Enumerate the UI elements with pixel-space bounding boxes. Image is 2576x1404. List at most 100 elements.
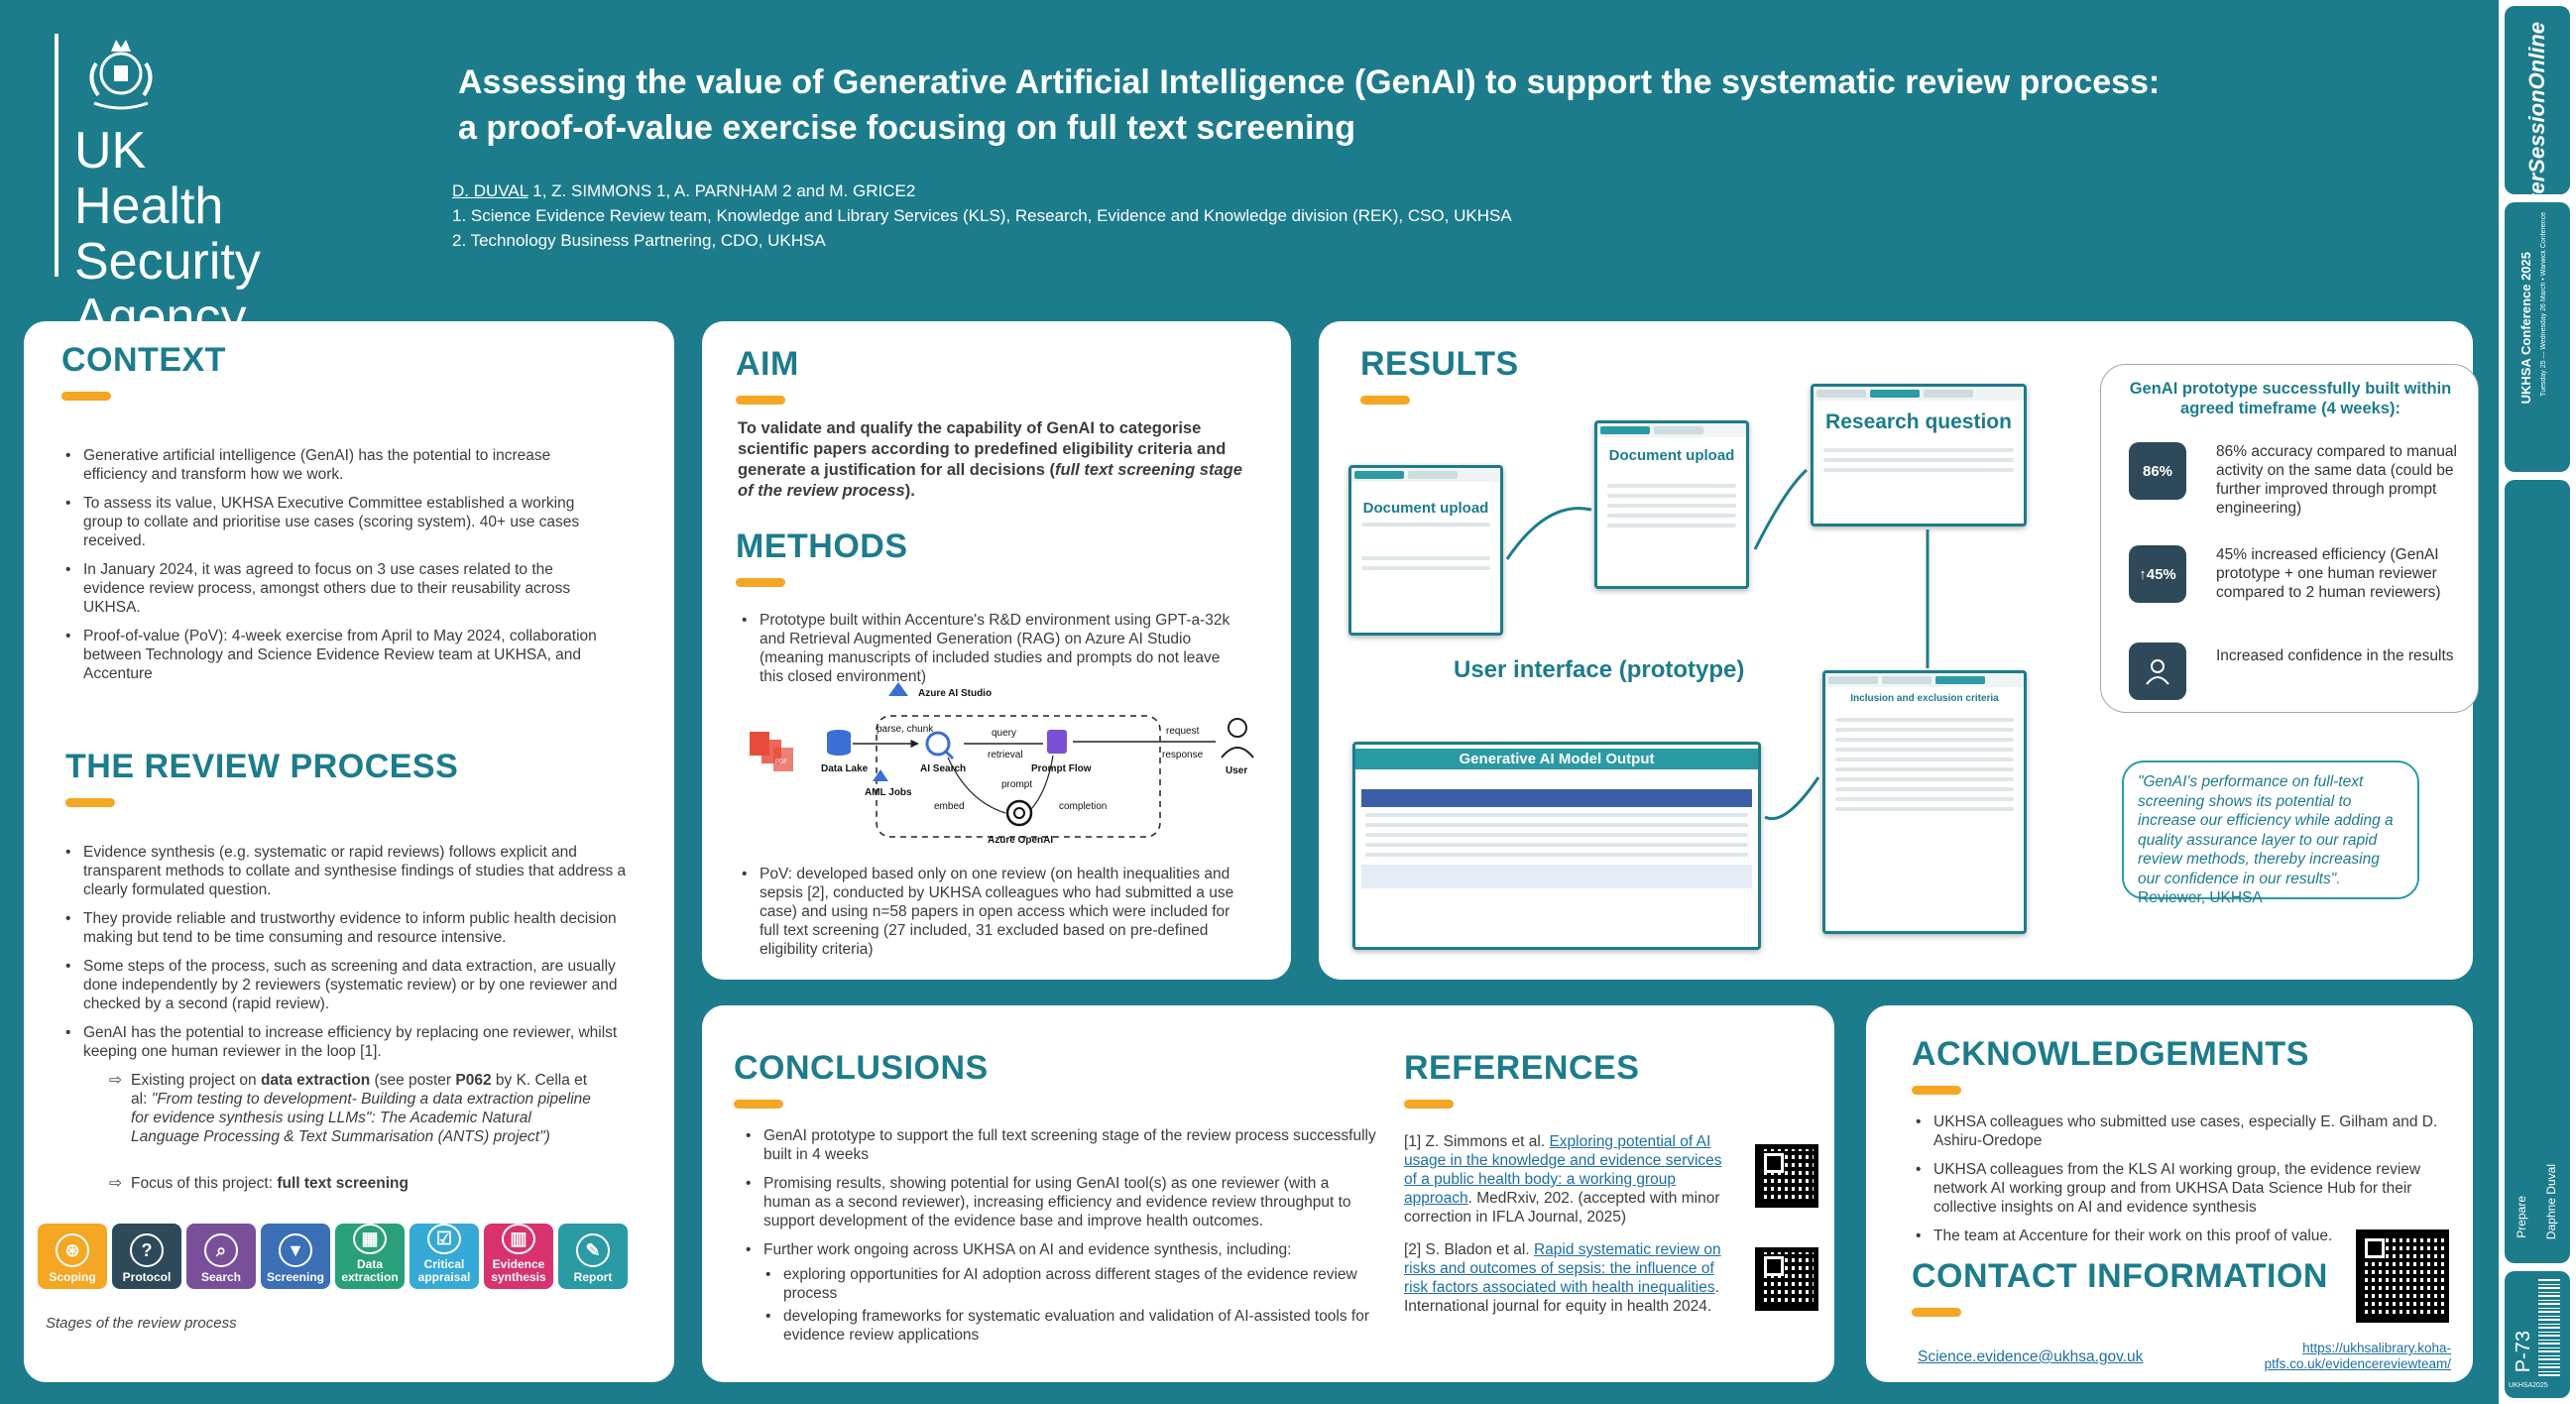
heading-accent (1404, 1100, 1454, 1109)
acknowledgements-bullets: UKHSA colleagues who submitted use cases… (1912, 1112, 2447, 1255)
title-line-1: Assessing the value of Generative Artifi… (458, 63, 2161, 101)
diagram-label-embed: embed (934, 801, 965, 812)
stage-icon: ☑ (427, 1224, 461, 1254)
data-lake-icon (827, 730, 851, 756)
reference-1: [1] Z. Simmons et al. Exploring potentia… (1404, 1133, 1722, 1226)
conclusion-sub-bullet: developing frameworks for systematic eva… (763, 1307, 1388, 1345)
stage-data-extraction: ▦ Data extraction (335, 1224, 405, 1289)
rag-architecture-diagram: Azure AI Studio PDF Data Lake parse, chu… (750, 682, 1254, 846)
screenshot-document-upload: Document upload (1594, 420, 1749, 589)
methods-bullet: Prototype built within Accenture's R&D e… (738, 611, 1243, 686)
stage-search: ⌕Search (186, 1224, 256, 1289)
heading-accent (1912, 1308, 1961, 1317)
stage-protocol: ? Protocol (112, 1224, 181, 1289)
screen-title: Inclusion and exclusion criteria (1850, 693, 1999, 704)
diagram-label-completion: completion (1059, 801, 1107, 812)
aim-methods-panel: AIM To validate and qualify the capabili… (702, 321, 1291, 980)
org-name: UK Health Security Agency (74, 122, 261, 346)
contact-url[interactable]: https://ukhsalibrary.koha- ptfs.co.uk/ev… (2264, 1341, 2451, 1371)
sidebar-brand: PosterSessionOnline (2505, 6, 2570, 241)
diagram-label-retrieval: retrieval (988, 750, 1023, 760)
heading-accent (65, 798, 115, 807)
lead-author: D. DUVAL (452, 181, 528, 200)
context-bullet: Proof-of-value (PoV): 4-week exercise fr… (61, 627, 617, 683)
poster-title: Assessing the value of Generative Artifi… (458, 59, 2342, 151)
conclusion-sub-bullet: exploring opportunities for AI adoption … (763, 1265, 1388, 1303)
stage-label: Screening (266, 1270, 325, 1284)
reference-2-qr-code[interactable] (1755, 1247, 1818, 1311)
stage-critical-appraisal: ☑Critical appraisal (410, 1224, 479, 1289)
stage-label: Protocol (122, 1270, 172, 1284)
conclusions-bullets: GenAI prototype to support the full text… (742, 1126, 1376, 1261)
poster-session-sidebar: PosterSessionOnline UKHSA Conference 202… (2499, 0, 2576, 1404)
screenshot-research-question: Research question (1811, 384, 2027, 526)
reference-1-qr-code[interactable] (1755, 1144, 1818, 1208)
barcode-icon (2538, 1279, 2560, 1376)
conference-name: UKHSA Conference 2025 (2518, 252, 2533, 405)
stage-label: Report (573, 1270, 613, 1284)
contact-qr-code[interactable] (2356, 1229, 2449, 1323)
stage-icon: ▦ (353, 1224, 387, 1254)
summary-heading: GenAI prototype successfully built withi… (2129, 380, 2452, 417)
reference-2-link[interactable]: Rapid systematic review on risks and out… (1404, 1241, 1721, 1296)
stage-icon: ▼ (279, 1233, 312, 1267)
conclusion-bullet: Promising results, showing potential for… (742, 1174, 1376, 1230)
affiliation-2: 2. Technology Business Partnering, CDO, … (452, 231, 826, 250)
sub-point-data-extraction: Existing project on data extraction (see… (85, 1071, 601, 1146)
heading-accent (736, 396, 785, 405)
review-bullets: Evidence synthesis (e.g. systematic or r… (61, 843, 627, 1071)
contact-email[interactable]: Science.evidence@ukhsa.gov.uk (1918, 1348, 2144, 1365)
ack-bullet: UKHSA colleagues from the KLS AI working… (1912, 1160, 2447, 1217)
poster-id: P-73 (2513, 1331, 2534, 1373)
conclusion-bullet: Further work ongoing across UKHSA on AI … (742, 1240, 1376, 1259)
results-heading: RESULTS (1360, 345, 1519, 383)
results-summary-card: GenAI prototype successfully built withi… (2100, 364, 2479, 713)
acknowledgements-panel: ACKNOWLEDGEMENTS UKHSA colleagues who su… (1866, 1005, 2473, 1382)
stat-accuracy: 86% 86% accuracy compared to manual acti… (2129, 442, 2464, 518)
reference-1-link[interactable]: Exploring potential of AI usage in the k… (1404, 1133, 1722, 1207)
methods-heading: METHODS (736, 527, 908, 565)
royal-crest-icon (89, 40, 153, 110)
stage-label: Data extraction (341, 1257, 399, 1284)
poster-code: UKHSA2025 (2509, 1382, 2548, 1389)
person-icon (2129, 643, 2186, 700)
context-bullets: Generative artificial intelligence (GenA… (61, 446, 617, 693)
stage-icon: ✎ (576, 1233, 610, 1267)
heading-accent (736, 578, 785, 587)
aml-jobs-icon (873, 769, 888, 781)
screenshot-criteria: Inclusion and exclusion criteria (1822, 670, 2027, 934)
aim-text: To validate and qualify the capability o… (738, 419, 1242, 500)
aim-heading: AIM (736, 345, 799, 383)
title-line-2: a proof-of-value exercise focusing on fu… (458, 109, 1355, 147)
logo-divider (55, 34, 59, 277)
sidebar-presenter: Prepare Daphne Duval (2505, 480, 2570, 1263)
stage-evidence-synthesis: ▥Evidence synthesis (484, 1224, 553, 1289)
screenshot-document-upload-small: Document upload (1348, 465, 1503, 636)
references-heading: REFERENCES (1404, 1049, 1640, 1087)
stat-text: Increased confidence in the results (2216, 647, 2454, 664)
heading-accent (734, 1100, 783, 1109)
methods-bullets: Prototype built within Accenture's R&D e… (738, 611, 1243, 696)
review-bullet: Evidence synthesis (e.g. systematic or r… (61, 843, 627, 899)
review-stages: ⊛Scoping?Protocol⌕Search▼Screening▦Data … (38, 1224, 628, 1289)
sidebar-conference: UKHSA Conference 2025 Tuesday 25 — Wedne… (2505, 202, 2570, 472)
sub-point-focus: Focus of this project: full text screeni… (85, 1174, 601, 1193)
diagram-label-prompt: prompt (1001, 779, 1032, 790)
stage-report: ✎ Report (558, 1224, 628, 1289)
diagram-label-request: request (1166, 726, 1200, 737)
flow-arrows (1505, 468, 1930, 820)
stat-text: 86% accuracy compared to manual activity… (2216, 443, 2457, 517)
conclusions-panel: CONCLUSIONS GenAI prototype to support t… (702, 1005, 1834, 1382)
authors-block: D. DUVAL 1, Z. SIMMONS 1, A. PARNHAM 2 a… (452, 178, 1512, 253)
user-icon (1221, 718, 1254, 759)
ack-bullet: UKHSA colleagues who submitted use cases… (1912, 1112, 2447, 1150)
ukhsa-logo: UK Health Security Agency (55, 34, 352, 345)
ui-caption: User interface (prototype) (1454, 656, 1745, 683)
stage-icon: ? (130, 1233, 164, 1267)
acknowledgements-heading: ACKNOWLEDGEMENTS (1912, 1035, 2309, 1073)
diagram-label-promptflow: Prompt Flow (1031, 763, 1092, 774)
efficiency-badge: ↑45% (2129, 545, 2186, 603)
methods-bullets-2: PoV: developed based only on one review … (738, 865, 1248, 969)
stat-confidence: Increased confidence in the results (2129, 643, 2464, 700)
diagram-label-parse: parse, chunk (877, 724, 934, 735)
